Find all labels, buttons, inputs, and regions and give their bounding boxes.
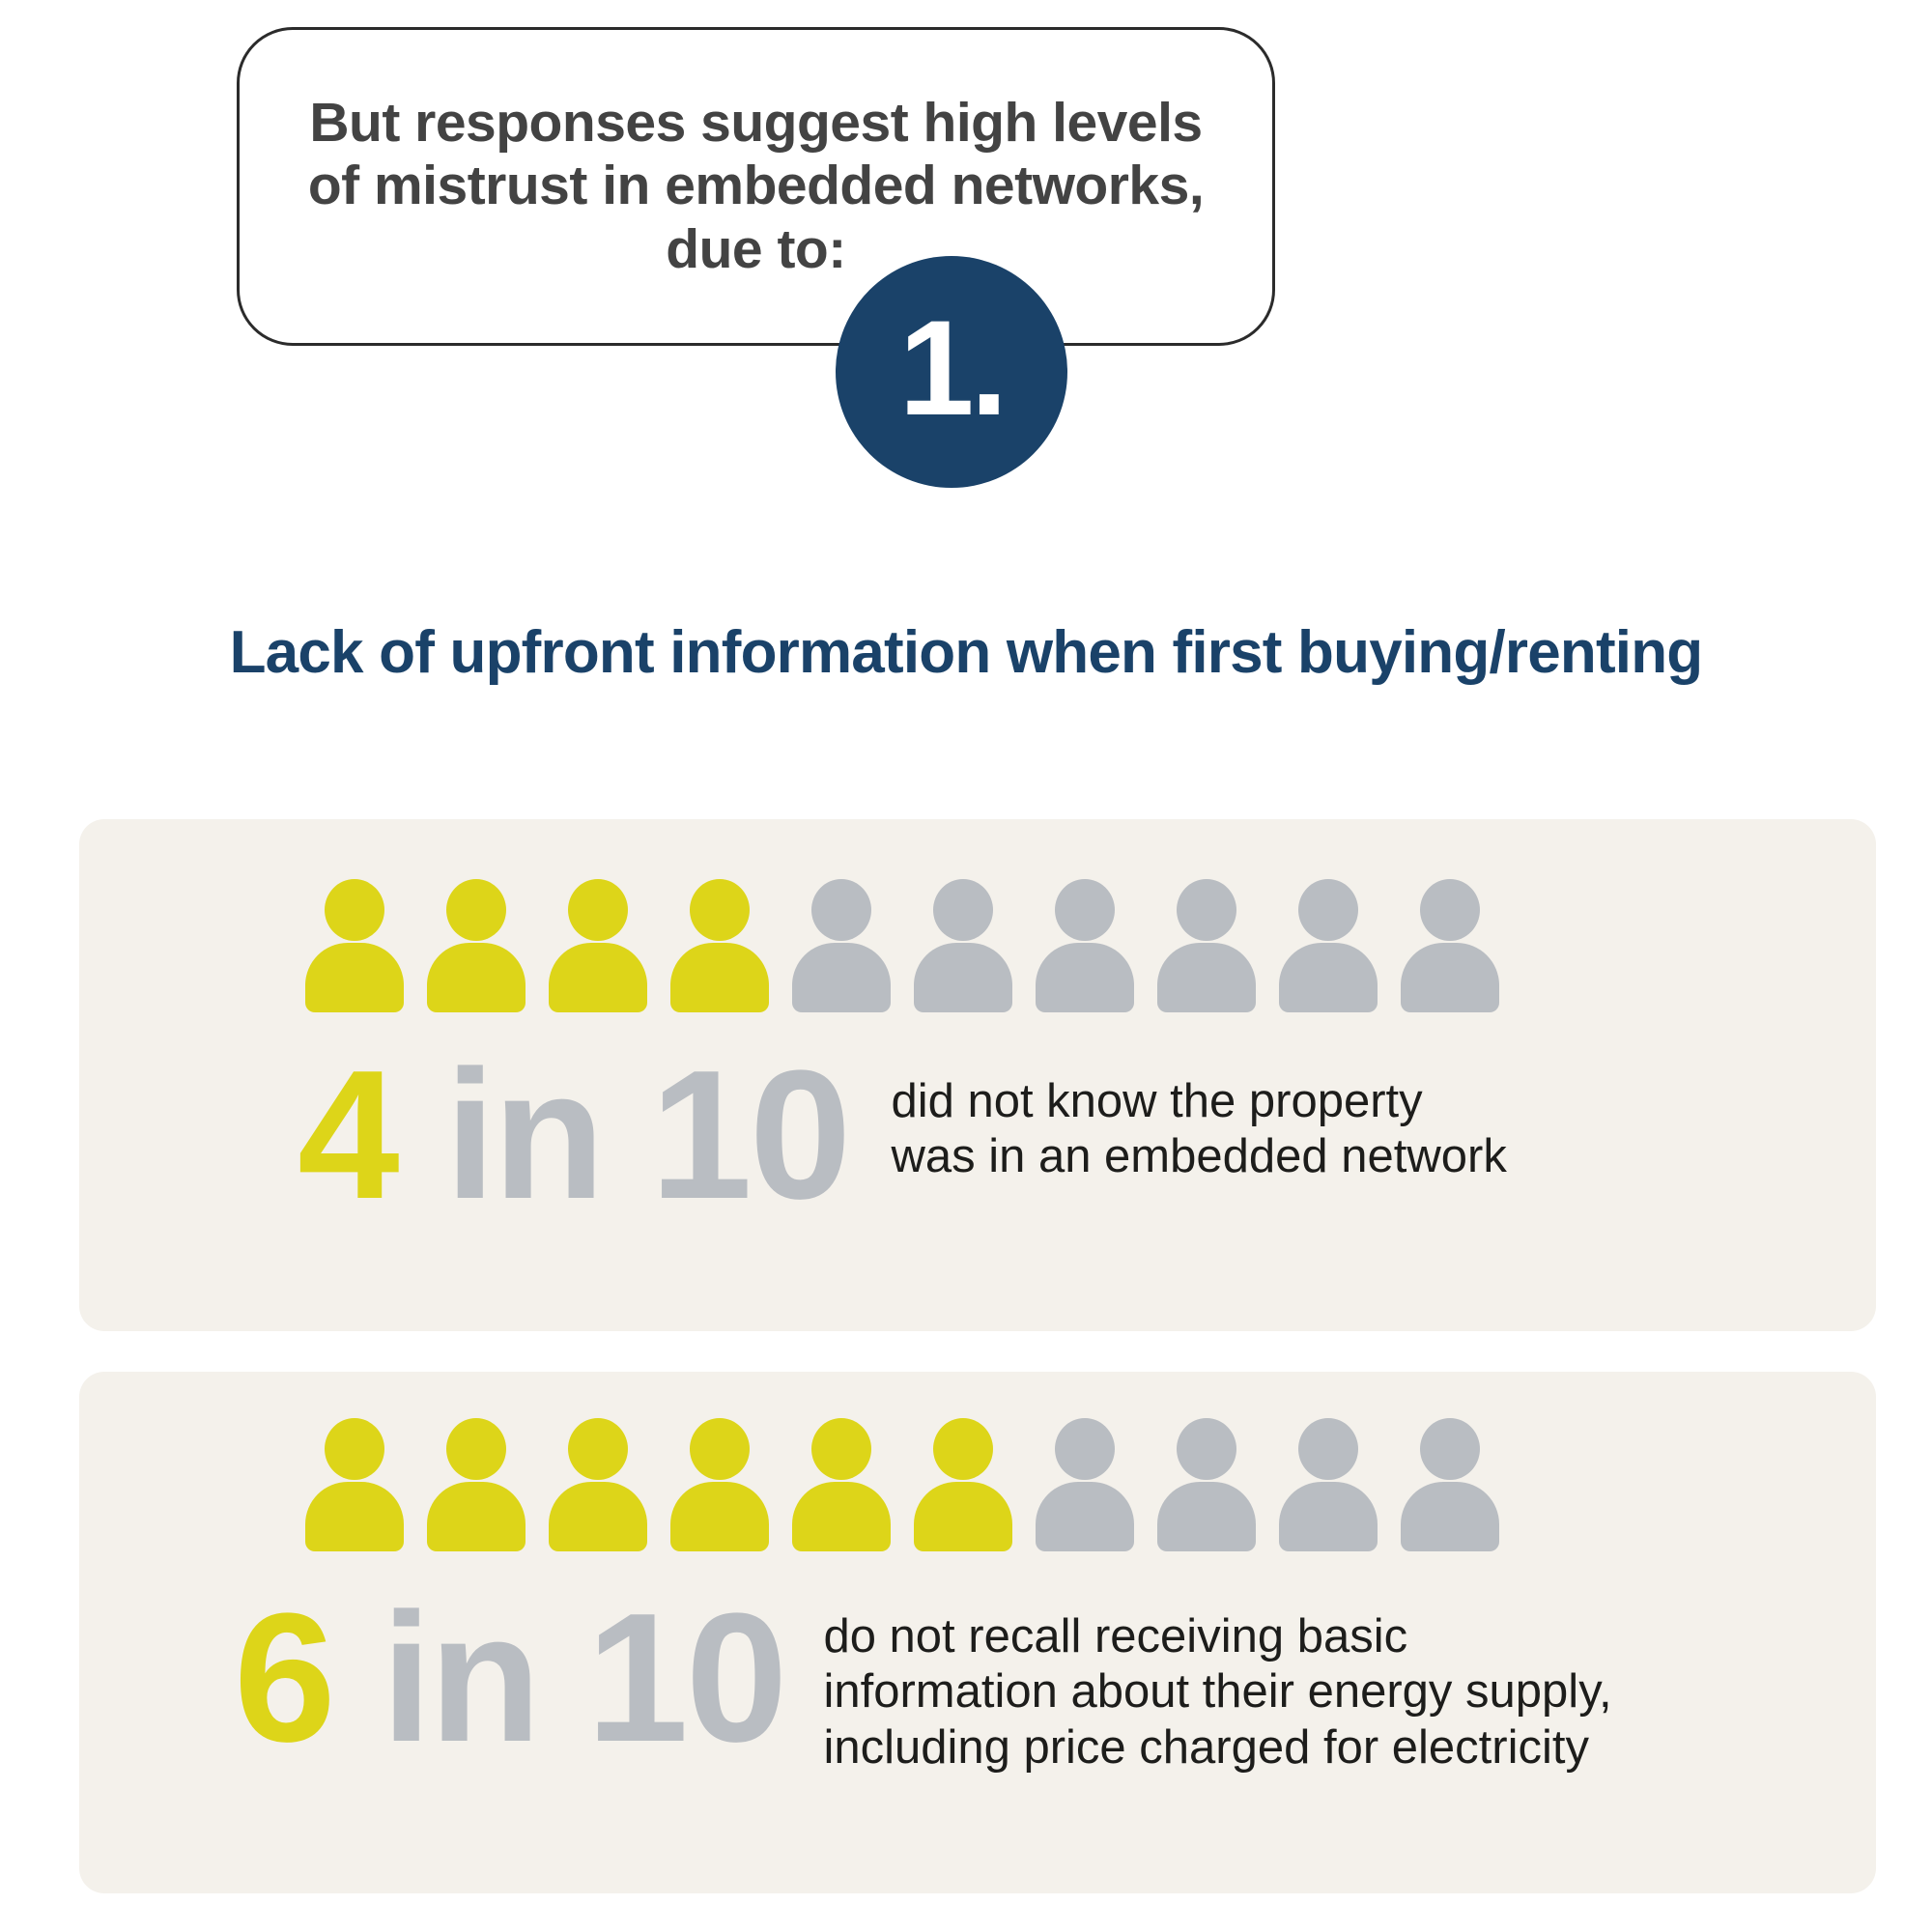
section-headline: Lack of upfront information when first b… xyxy=(229,619,1704,686)
stat-figure-number: 6 xyxy=(234,1576,336,1780)
person-icon-body xyxy=(1401,1482,1499,1551)
step-number-badge: 1. xyxy=(836,256,1067,488)
person-icon xyxy=(305,1418,404,1551)
speech-bubble: But responses suggest high levels of mis… xyxy=(237,27,1275,346)
person-icon xyxy=(1036,1418,1134,1551)
person-icon xyxy=(792,879,891,1012)
person-icon-head xyxy=(446,879,506,941)
person-icon-body xyxy=(792,943,891,1012)
person-icon-head xyxy=(690,879,750,941)
person-icon-head xyxy=(325,879,384,941)
person-icon-head xyxy=(1055,1418,1115,1480)
person-icon-body xyxy=(305,1482,404,1551)
person-icon-body xyxy=(1157,943,1256,1012)
person-icon xyxy=(1401,879,1499,1012)
person-icon-body xyxy=(914,943,1012,1012)
stat-description: do not recall receiving basic informatio… xyxy=(823,1610,1612,1774)
person-icon-body xyxy=(1401,943,1499,1012)
person-icon-head xyxy=(1177,1418,1236,1480)
pictogram-row xyxy=(305,1418,1499,1551)
person-icon-head xyxy=(1298,879,1358,941)
person-icon xyxy=(1279,879,1378,1012)
person-icon xyxy=(549,879,647,1012)
person-icon-body xyxy=(1279,1482,1378,1551)
stat-figure: 6 in 10 xyxy=(234,1586,787,1770)
person-icon-head xyxy=(568,1418,628,1480)
person-icon-head xyxy=(811,879,871,941)
person-icon xyxy=(305,879,404,1012)
stat-figure-rest: in 10 xyxy=(332,1576,787,1780)
person-icon xyxy=(1157,1418,1256,1551)
person-icon-head xyxy=(568,879,628,941)
stat-figure: 4 in 10 xyxy=(298,1043,851,1227)
person-icon xyxy=(1157,879,1256,1012)
person-icon-body xyxy=(549,1482,647,1551)
stat-card: 6 in 10 do not recall receiving basic in… xyxy=(79,1372,1876,1893)
person-icon-head xyxy=(933,879,993,941)
person-icon xyxy=(1401,1418,1499,1551)
stat-line: 4 in 10 did not know the property was in… xyxy=(298,1043,1507,1227)
stat-line: 6 in 10 do not recall receiving basic in… xyxy=(234,1586,1612,1776)
person-icon-body xyxy=(1036,943,1134,1012)
person-icon-body xyxy=(1036,1482,1134,1551)
pictogram-row xyxy=(305,879,1499,1012)
person-icon-head xyxy=(1055,879,1115,941)
person-icon xyxy=(427,1418,526,1551)
person-icon-body xyxy=(305,943,404,1012)
person-icon-body xyxy=(427,1482,526,1551)
person-icon-body xyxy=(1157,1482,1256,1551)
person-icon xyxy=(914,1418,1012,1551)
speech-bubble-text: But responses suggest high levels of mis… xyxy=(307,91,1205,280)
person-icon xyxy=(914,879,1012,1012)
person-icon xyxy=(1036,879,1134,1012)
person-icon-head xyxy=(1177,879,1236,941)
person-icon xyxy=(792,1418,891,1551)
person-icon-head xyxy=(325,1418,384,1480)
person-icon-body xyxy=(670,943,769,1012)
person-icon-head xyxy=(690,1418,750,1480)
stat-figure-rest: in 10 xyxy=(396,1033,851,1237)
person-icon-body xyxy=(670,1482,769,1551)
person-icon-head xyxy=(933,1418,993,1480)
step-number-label: 1. xyxy=(898,292,1009,443)
stat-description: did not know the property was in an embe… xyxy=(891,1075,1507,1183)
person-icon-head xyxy=(811,1418,871,1480)
person-icon-head xyxy=(446,1418,506,1480)
person-icon-body xyxy=(427,943,526,1012)
stat-figure-number: 4 xyxy=(298,1033,400,1237)
person-icon xyxy=(549,1418,647,1551)
person-icon-body xyxy=(914,1482,1012,1551)
stat-card: 4 in 10 did not know the property was in… xyxy=(79,819,1876,1331)
person-icon-head xyxy=(1420,1418,1480,1480)
person-icon-head xyxy=(1298,1418,1358,1480)
person-icon xyxy=(670,1418,769,1551)
person-icon-body xyxy=(549,943,647,1012)
person-icon xyxy=(670,879,769,1012)
person-icon-head xyxy=(1420,879,1480,941)
person-icon xyxy=(1279,1418,1378,1551)
person-icon xyxy=(427,879,526,1012)
person-icon-body xyxy=(792,1482,891,1551)
person-icon-body xyxy=(1279,943,1378,1012)
